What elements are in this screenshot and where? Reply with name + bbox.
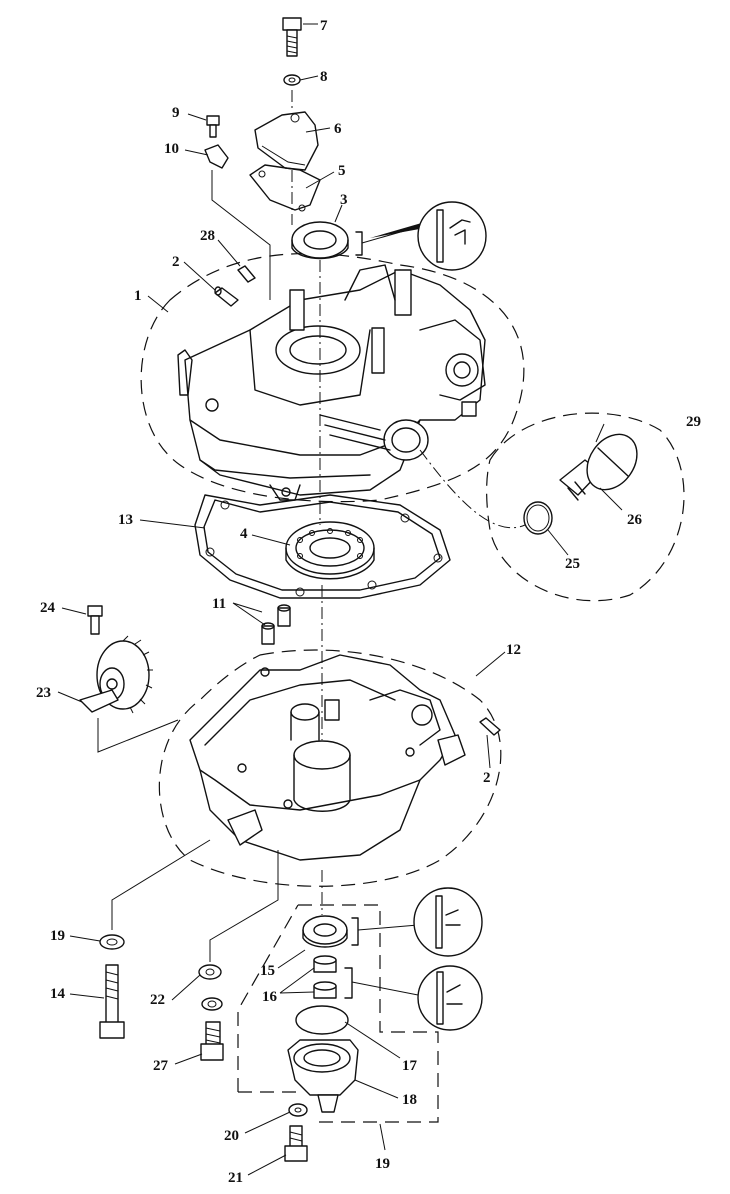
callout-10: 10 [164,141,179,157]
seal-detail-callout [355,201,487,271]
callout-12: 12 [506,642,521,658]
washer-22 [198,964,222,980]
callout-23: 23 [36,685,51,701]
callout-29: 29 [686,414,701,430]
upper-crankcase [140,253,525,503]
housing-18 [287,1039,359,1113]
bolt-21 [284,1125,308,1162]
gear-leader [97,718,179,753]
callout-4: 4 [240,526,248,542]
pin-10-leader [211,170,271,300]
callout-3: 3 [340,192,348,208]
callout-16: 16 [262,989,278,1005]
bolt-27 [200,1021,224,1061]
callout-25: 25 [565,556,580,572]
lower-leaders [111,839,279,962]
callout-21: 21 [228,1170,243,1186]
oil-seal-3 [291,221,349,260]
gasket-5 [249,164,321,212]
callout-8: 8 [320,69,328,85]
washer-19 [99,934,125,950]
main-bearing [285,521,375,580]
seal-detail-lower-b [344,965,483,1031]
drain-plug-group [419,412,685,602]
cover-plate-6 [254,111,319,171]
callout-24: 24 [40,600,56,616]
callout-2-lower: 2 [483,770,491,786]
callout-14: 14 [50,986,66,1002]
callout-28: 28 [200,228,215,244]
crankcase-gasket [194,494,451,599]
callout-19-bottom: 19 [375,1156,390,1172]
callout-15: 15 [260,963,275,979]
dowel-sleeves-11 [261,604,291,645]
lower-crankcase [158,649,502,887]
oil-seal-15 [302,915,348,948]
callout-13: 13 [118,512,133,528]
washer-22b [201,997,223,1011]
governor-gear-23 [79,635,153,714]
bolt-7 [282,17,302,57]
dowel-pin-2-upper [214,286,239,307]
callout-17: 17 [402,1058,418,1074]
callout-11: 11 [212,596,226,612]
bolt-14 [99,964,125,1039]
dowel-pin-28 [237,265,256,283]
dowel-pin-2-lower [479,717,501,736]
oil-pump-group-box [237,904,439,1123]
callout-26: 26 [627,512,643,528]
bushings-16 [313,955,337,999]
washer-20 [288,1103,308,1117]
callout-7: 7 [320,18,328,34]
screw-9 [206,115,220,138]
callout-20: 20 [224,1128,239,1144]
o-ring-17 [295,1005,349,1035]
seal-detail-lower-a [351,887,483,957]
callout-9: 9 [172,105,180,121]
callout-6: 6 [334,121,342,137]
center-axis [291,90,323,915]
callout-2-upper: 2 [172,254,180,270]
callout-5: 5 [338,163,346,179]
callout-1: 1 [134,288,142,304]
callout-leaders [57,23,623,1176]
bolt-24 [87,605,103,635]
clip-10 [204,144,229,169]
callout-labels: 7 8 9 6 10 5 3 28 2 1 29 13 26 4 25 24 1… [36,18,701,1186]
callout-19-left: 19 [50,928,65,944]
washer-8 [283,74,301,86]
callout-22: 22 [150,992,165,1008]
callout-27: 27 [153,1058,169,1074]
callout-18: 18 [402,1092,417,1108]
